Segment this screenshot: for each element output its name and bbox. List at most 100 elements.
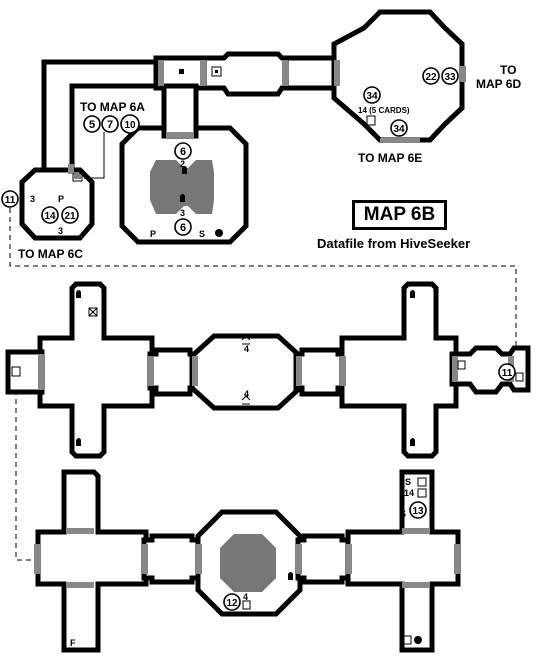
exit-label-6a: TO MAP 6A bbox=[80, 100, 145, 114]
center-room-pillar bbox=[150, 160, 214, 214]
terminal-icon bbox=[211, 66, 222, 77]
mid-left-cross bbox=[37, 281, 155, 459]
terminal-icon bbox=[366, 115, 376, 126]
door bbox=[460, 66, 466, 82]
svg-text:6: 6 bbox=[180, 222, 186, 234]
bot-right-cross bbox=[345, 469, 461, 653]
bot-octagon-pillar bbox=[220, 534, 276, 592]
bot-corridor-2 bbox=[295, 533, 353, 585]
spiral-icon bbox=[215, 229, 223, 237]
room-label: 4 bbox=[244, 344, 249, 354]
door bbox=[296, 356, 302, 386]
room-label: P bbox=[58, 194, 64, 204]
marker-22: 22 bbox=[422, 67, 440, 85]
marker-6: 6 bbox=[174, 218, 192, 236]
mid-left-stub bbox=[5, 349, 45, 395]
key-icon bbox=[76, 290, 81, 298]
marker-10: 10 bbox=[120, 114, 140, 134]
terminal-icon bbox=[515, 372, 524, 382]
door bbox=[66, 528, 94, 534]
key-icon bbox=[182, 166, 187, 174]
bot-corridor-1 bbox=[141, 533, 201, 585]
marker-12: 12 bbox=[223, 593, 241, 611]
door bbox=[346, 544, 352, 574]
corridor-to-octagon bbox=[283, 55, 339, 91]
door bbox=[196, 544, 202, 574]
mid-corridor-1 bbox=[147, 347, 199, 397]
room-label: 14 bbox=[404, 488, 414, 498]
door bbox=[68, 164, 74, 174]
exit-label-6d-to: TO bbox=[500, 63, 516, 77]
room-label: S bbox=[199, 229, 205, 239]
exit-label-6c: TO MAP 6C bbox=[18, 247, 83, 261]
bot-left-cross bbox=[35, 469, 149, 653]
key-icon bbox=[76, 438, 81, 446]
svg-text:12: 12 bbox=[226, 598, 238, 609]
door bbox=[340, 356, 346, 386]
marker-11: 11 bbox=[1, 190, 19, 208]
room-label: 3 bbox=[58, 226, 63, 236]
door bbox=[334, 60, 340, 86]
marker-5: 5 bbox=[83, 115, 101, 133]
door bbox=[454, 544, 460, 574]
floor-marker-icon bbox=[179, 69, 184, 74]
note-icon bbox=[72, 173, 83, 182]
marker-34: 34 bbox=[390, 119, 408, 137]
marker-13: 13 bbox=[409, 501, 427, 519]
door bbox=[192, 356, 198, 386]
room-label: P bbox=[150, 229, 156, 239]
svg-text:21: 21 bbox=[64, 211, 76, 222]
shrine-icon bbox=[241, 395, 251, 405]
screen-icon bbox=[417, 477, 427, 487]
crate-icon bbox=[88, 307, 98, 317]
svg-text:11: 11 bbox=[502, 368, 513, 379]
door bbox=[142, 544, 148, 574]
corridor-bulb bbox=[201, 51, 291, 97]
door bbox=[166, 132, 194, 138]
mid-corridor-2 bbox=[293, 347, 347, 397]
spiral-icon bbox=[414, 636, 422, 644]
terminal-icon bbox=[11, 366, 21, 377]
card-count-label: 14 (5 CARDS) bbox=[358, 106, 410, 115]
marker-33: 33 bbox=[441, 67, 459, 85]
room-label: 4 bbox=[243, 592, 248, 602]
marker-14: 14 bbox=[41, 206, 59, 224]
svg-text:11: 11 bbox=[5, 195, 16, 206]
corridor-center-vertical bbox=[161, 83, 199, 139]
marker-34: 34 bbox=[363, 86, 381, 104]
door bbox=[66, 582, 94, 588]
key-icon bbox=[288, 572, 293, 580]
svg-text:33: 33 bbox=[444, 72, 456, 83]
svg-text:7: 7 bbox=[107, 119, 113, 131]
exit-label-6e: TO MAP 6E bbox=[358, 151, 422, 165]
marker-7: 7 bbox=[101, 115, 119, 133]
door bbox=[148, 356, 154, 386]
svg-text:5: 5 bbox=[89, 119, 95, 131]
terminal-icon bbox=[242, 600, 251, 610]
door bbox=[38, 354, 44, 390]
door bbox=[158, 60, 164, 86]
room-label: 3 bbox=[30, 194, 35, 204]
door bbox=[402, 582, 430, 588]
key-icon bbox=[410, 290, 415, 298]
door bbox=[402, 528, 430, 534]
marker-21: 21 bbox=[61, 206, 79, 224]
terminal-icon bbox=[457, 360, 466, 370]
svg-text:22: 22 bbox=[425, 72, 437, 83]
door bbox=[380, 138, 420, 143]
svg-text:14: 14 bbox=[44, 211, 56, 222]
shrine-icon bbox=[241, 335, 251, 345]
mid-right-bulb bbox=[449, 345, 531, 395]
svg-text:34: 34 bbox=[366, 91, 378, 102]
exit-label-6d: MAP 6D bbox=[476, 77, 521, 91]
room-label: 4 bbox=[244, 389, 249, 399]
marker-11: 11 bbox=[498, 363, 516, 381]
octagon-room bbox=[331, 9, 465, 143]
mid-right-cross bbox=[339, 281, 459, 459]
room-label: S bbox=[400, 509, 406, 519]
door bbox=[296, 544, 302, 574]
key-icon bbox=[410, 438, 415, 446]
door bbox=[200, 60, 206, 86]
